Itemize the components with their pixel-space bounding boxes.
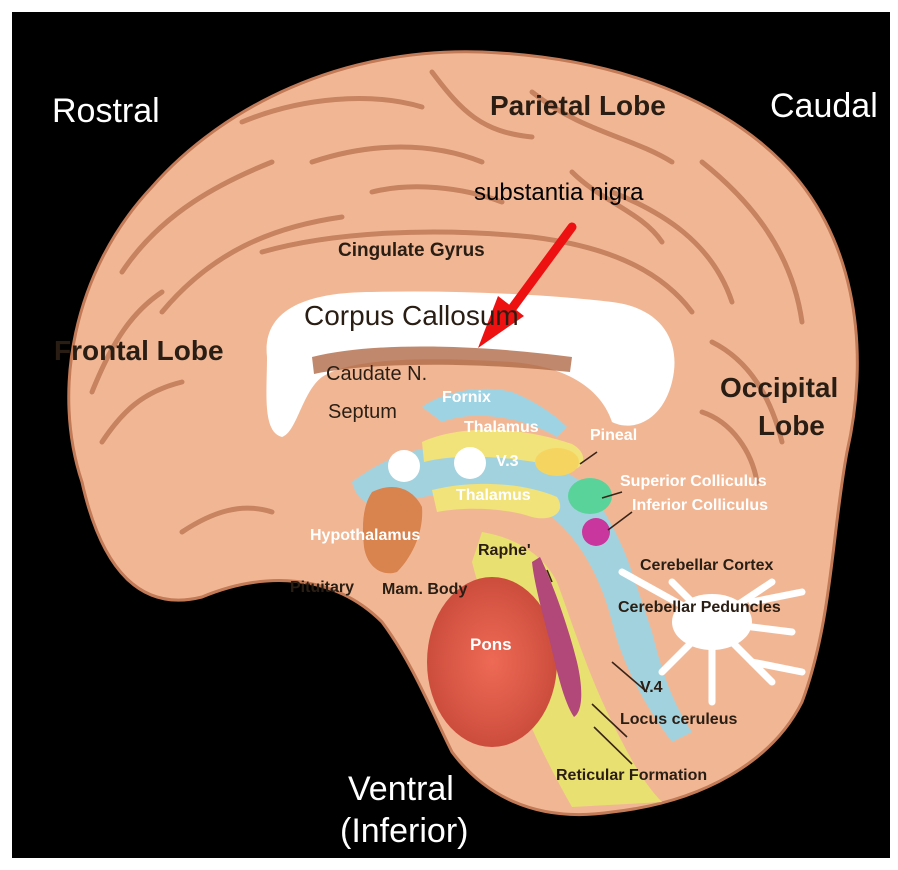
pons-label: Pons [470,635,512,654]
pons-region [427,577,557,747]
caudate-label: Caudate N. [326,363,427,385]
thalamus-upper-label: Thalamus [464,419,539,436]
v3-label: V.3 [496,453,519,470]
locus-ceruleus-label: Locus ceruleus [620,711,737,728]
occipital-label-line2: Lobe [758,410,825,441]
diagram-frame: Rostral Caudal Parietal Lobe substantia … [12,12,890,858]
cerebellar-peduncles-label: Cerebellar Peduncles [618,599,781,616]
rostral-label: Rostral [52,92,160,130]
cerebellar-cortex-label: Cerebellar Cortex [640,557,773,574]
parietal-lobe-label: Parietal Lobe [490,90,666,121]
ventral-label-line2: (Inferior) [340,812,468,850]
pineal-region [535,448,579,476]
cingulate-gyrus-label: Cingulate Gyrus [338,240,485,261]
substantia-nigra-annotation: substantia nigra [474,179,644,206]
brain-sagittal-diagram: Rostral Caudal Parietal Lobe substantia … [12,12,890,858]
superior-colliculus-region [568,478,612,514]
hypothalamus-label: Hypothalamus [310,527,420,544]
corpus-callosum-label: Corpus Callosum [304,300,519,331]
pituitary-label: Pituitary [290,579,354,596]
massa-intermedia [454,447,486,479]
inferior-colliculus-label: Inferior Colliculus [632,497,768,514]
frontal-lobe-label: Frontal Lobe [54,335,224,366]
occipital-label-line1: Occipital [720,372,838,403]
v4-label: V.4 [640,679,663,696]
mam-body-label: Mam. Body [382,581,467,598]
ventral-label-line1: Ventral [348,770,454,808]
inferior-colliculus-region [582,518,610,546]
septum-label: Septum [328,401,397,423]
anterior-commissure [388,450,420,482]
fornix-label: Fornix [442,389,491,406]
pineal-label: Pineal [590,427,637,444]
thalamus-lower-label: Thalamus [456,487,531,504]
reticular-formation-label: Reticular Formation [556,767,707,784]
raphe-label: Raphe' [478,542,531,559]
caudal-label: Caudal [770,87,878,125]
superior-colliculus-label: Superior Colliculus [620,473,767,490]
